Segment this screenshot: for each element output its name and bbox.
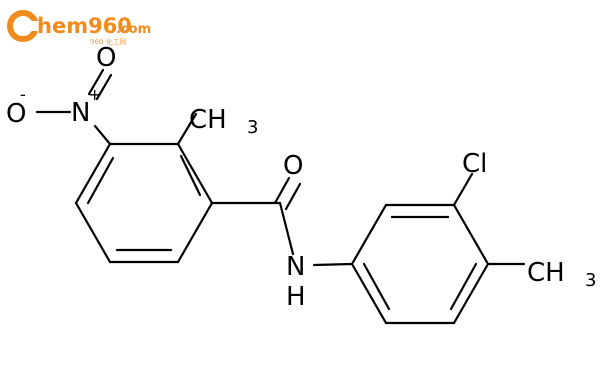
bond [284,182,302,211]
bond [278,201,295,256]
nitro-nitrogen: N [71,98,90,128]
logo-subtitle-text: 960 化工网 [90,37,127,46]
benzoyl-ring [74,142,214,264]
chem960-logo: hem960 .com 960 化工网 [7,10,151,46]
nitro-group: O - N + O [6,43,116,146]
aromatic-inner-bond [449,262,478,311]
bond [176,142,214,205]
nitro-plus-charge: + [88,85,101,104]
chlorine-label: Cl [462,149,487,179]
nitro-oxygen-minus: O [6,99,26,129]
carbonyl-oxygen: O [283,151,303,181]
bond [176,201,214,264]
methyl-group-4: CH 3 [486,258,596,291]
aromatic-inner-bond [362,262,391,311]
bond [350,203,388,266]
bond [176,112,198,146]
methyl-2-label: CH [189,105,227,135]
bond [74,142,112,205]
bond [93,124,112,146]
bond [452,172,474,207]
nitro-minus-charge: - [20,85,26,104]
amide-group: O N H [210,151,354,312]
methyl-4-subscript: 3 [585,270,596,291]
bond [273,176,291,205]
bond [74,201,112,264]
bond [312,262,354,267]
bond [350,262,388,325]
methyl-group-2: CH 3 [176,105,258,146]
amide-nitrogen: N [286,252,305,282]
amide-hydrogen: H [286,282,306,312]
aromatic-inner-bond [86,156,115,205]
logo-c-cut [26,21,40,31]
bond [95,73,113,101]
nitro-oxygen-double: O [96,43,116,73]
logo-domain-text: .com [116,22,151,37]
logo-brand-text: hem960 [37,14,132,38]
aniline-ring [350,203,490,325]
aromatic-inner-bond [179,154,202,197]
bond [452,203,490,266]
methyl-2-subscript: 3 [247,117,258,138]
chloro-group: Cl [452,149,487,207]
methyl-4-label: CH [527,258,565,288]
bond [87,68,105,96]
bond [452,262,490,325]
